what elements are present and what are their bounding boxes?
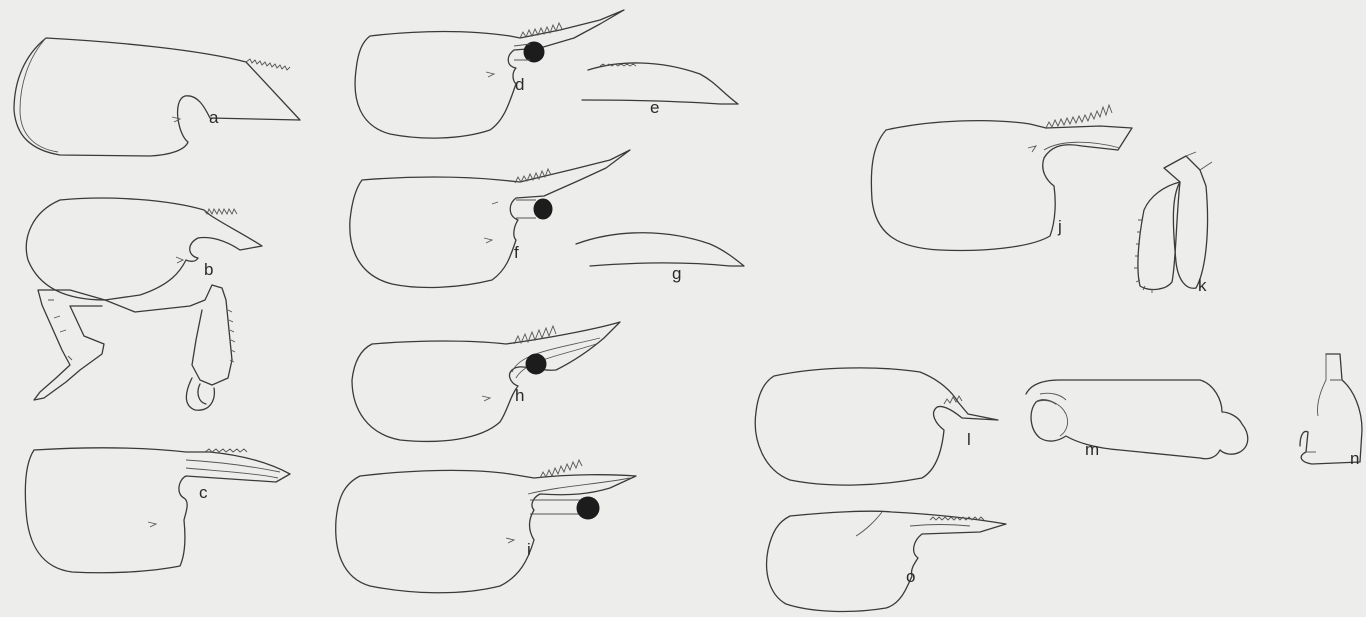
- label-i: i: [527, 540, 531, 559]
- label-e: e: [650, 98, 659, 117]
- eye-icon: [524, 42, 544, 62]
- appendage-k: k: [1134, 152, 1212, 295]
- carapace-l: l: [755, 368, 998, 485]
- carapace-i: i: [336, 460, 636, 593]
- bleed-through-text: [1060, 2, 1360, 97]
- label-c: c: [199, 483, 208, 502]
- carapace-h: h: [352, 322, 620, 441]
- appendage-n: n: [1300, 354, 1362, 468]
- label-g: g: [672, 264, 681, 283]
- label-n: n: [1350, 449, 1359, 468]
- label-m: m: [1085, 440, 1099, 459]
- carapace-d: d: [355, 10, 624, 138]
- label-j: j: [1057, 217, 1062, 236]
- eye-icon: [577, 497, 599, 519]
- rostrum-e: e: [582, 63, 738, 117]
- label-h: h: [515, 386, 524, 405]
- carapace-c: c: [25, 448, 290, 573]
- label-d: d: [515, 75, 524, 94]
- carapace-j: j: [871, 105, 1132, 250]
- label-o: o: [906, 567, 915, 586]
- label-l: l: [967, 430, 971, 449]
- carapace-b: b: [26, 198, 262, 410]
- chela-m: m: [1026, 380, 1248, 459]
- rostrum-g: g: [576, 233, 744, 283]
- carapace-f: f: [350, 150, 630, 287]
- carapace-a: a: [14, 38, 300, 156]
- eye-icon: [526, 354, 546, 374]
- label-f: f: [514, 243, 519, 262]
- eye-icon: [534, 199, 552, 219]
- label-k: k: [1198, 276, 1207, 295]
- carapace-o: o: [767, 511, 1006, 611]
- label-a: a: [209, 108, 219, 127]
- label-b: b: [204, 260, 213, 279]
